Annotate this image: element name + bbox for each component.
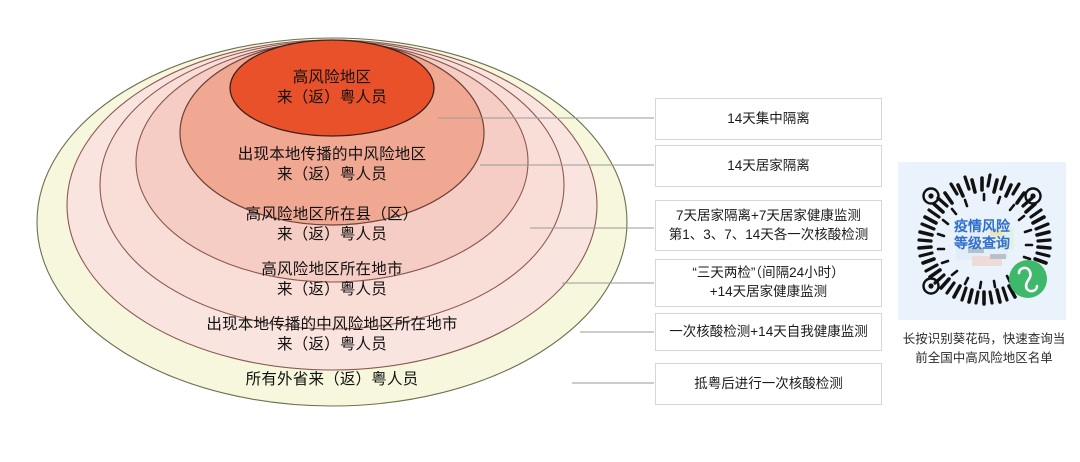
qr-caption: 长按识别葵花码，快速查询当 前全国中高风险地区名单 [892, 330, 1076, 369]
qr-locator-bottom-left [922, 277, 940, 295]
ring-label-high-risk-county: 高风险地区所在县（区） 来（返）粤人员 [245, 206, 419, 244]
ring-label-medium-risk-city: 出现本地传播的中风险地区所在地市 来（返）粤人员 [206, 316, 458, 354]
ring-label-high-risk-area: 高风险地区 来（返）粤人员 [277, 69, 387, 107]
callout-4-line-2: +14天居家健康监测 [709, 284, 828, 299]
callout-3-line-1: 7天居家隔离+7天居家健康监测 [676, 207, 861, 223]
callout-box-1[interactable]: 14天集中隔离 [655, 98, 882, 140]
ring-label-medium-risk-local-transmission: 出现本地传播的中风险地区 来（返）粤人员 [237, 146, 427, 184]
callout-3-line-2: 第1、3、7、14天各一次核酸检测 [668, 226, 869, 242]
qr-code-panel[interactable]: 疫情风险 等级查询 [898, 162, 1066, 320]
ring-label-high-risk-city: 高风险地区所在地市 来（返）粤人员 [261, 261, 403, 299]
callout-box-5[interactable]: 一次核酸检测+14天自我健康监测 [655, 313, 882, 351]
callout-box-3[interactable]: 7天居家隔离+7天居家健康监测 第1、3、7、14天各一次核酸检测 [655, 200, 882, 251]
callout-2-line-1: 14天居家隔离 [727, 157, 810, 173]
ellipse-stack-svg [36, 37, 628, 407]
ellipse-ring-1 [229, 39, 435, 137]
qr-caption-line-2: 前全国中高风险地区名单 [915, 351, 1053, 366]
callout-5-line-1: 一次核酸检测+14天自我健康监测 [669, 323, 868, 339]
qr-locator-top-right [1024, 187, 1042, 205]
qr-center-line-1: 疫情风险 [954, 218, 1011, 234]
callout-box-6[interactable]: 抵粤后进行一次核酸检测 [655, 363, 882, 405]
callout-box-2[interactable]: 14天居家隔离 [655, 145, 882, 187]
callout-1-line-1: 14天集中隔离 [727, 110, 810, 126]
wechat-miniprogram-logo-icon [1009, 260, 1047, 298]
callout-box-4[interactable]: “三天两检”（间隔24小时） +14天居家健康监测 [655, 259, 882, 307]
callout-6-line-1: 抵粤后进行一次核酸检测 [694, 375, 843, 391]
sunflower-qr-code-icon[interactable]: 疫情风险 等级查询 [898, 162, 1066, 320]
qr-locator-top-left [922, 187, 940, 205]
callout-4-line-1: “三天两检”（间隔24小时） [692, 265, 845, 281]
ring-label-all-other-provinces: 所有外省来（返）粤人员 [245, 371, 419, 388]
qr-caption-line-1: 长按识别葵花码，快速查询当 [902, 332, 1066, 346]
qr-center-line-2: 等级查询 [954, 235, 1010, 251]
nested-ellipse-diagram: 高风险地区 来（返）粤人员 出现本地传播的中风险地区 来（返）粤人员 高风险地区… [36, 37, 628, 407]
